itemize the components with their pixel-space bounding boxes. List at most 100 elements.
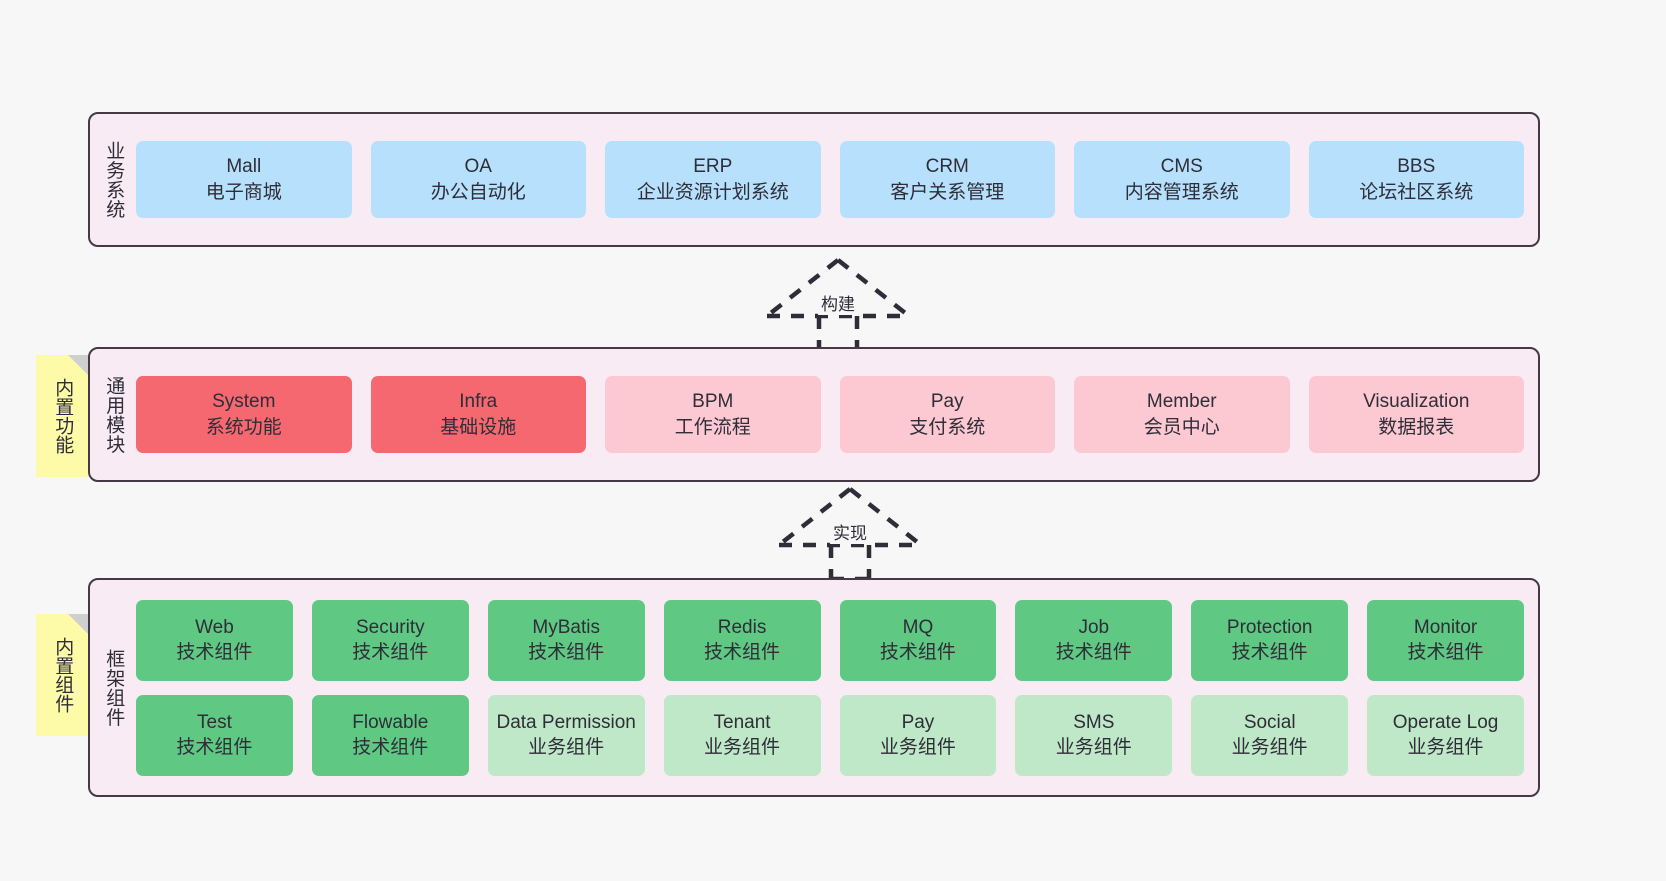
sticky-note-builtin-component: 内置组件 xyxy=(36,614,88,736)
module-card-cn: 基础设施 xyxy=(440,416,517,438)
module-card-cn: 技术组件 xyxy=(528,642,605,663)
module-card-en: Web xyxy=(195,616,234,638)
module-card-test[interactable]: Test 技术组件 xyxy=(136,694,293,776)
module-card-social[interactable]: Social 业务组件 xyxy=(1191,694,1349,776)
module-card-pay-component[interactable]: Pay 业务组件 xyxy=(839,694,997,776)
module-card-en: Job xyxy=(1078,616,1110,638)
sticky-note-label: 内置组件 xyxy=(52,637,74,713)
module-card-en: Mall xyxy=(226,156,262,178)
layer-framework-component: 框架组件 Web 技术组件 Security 技术组件 MyBatis 技术组件… xyxy=(88,578,1540,797)
module-card-bpm[interactable]: BPM 工作流程 xyxy=(605,376,821,453)
module-card-cn: 技术组件 xyxy=(352,737,429,758)
framework-tech-row: Web 技术组件 Security 技术组件 MyBatis 技术组件 Redi… xyxy=(136,599,1524,681)
module-card-protection[interactable]: Protection 技术组件 xyxy=(1191,599,1349,681)
layer-body-business: Mall 电子商城 OA 办公自动化 ERP 企业资源计划系统 CRM 客户关系… xyxy=(136,114,1538,245)
module-card-en: Operate Log xyxy=(1392,711,1499,733)
connector-build-label: 构建 xyxy=(818,294,858,315)
module-card-security[interactable]: Security 技术组件 xyxy=(311,599,469,681)
module-card-cn: 企业资源计划系统 xyxy=(636,181,789,203)
module-card-web[interactable]: Web 技术组件 xyxy=(136,599,293,681)
module-card-cn: 技术组件 xyxy=(352,642,429,663)
module-card-system[interactable]: System 系统功能 xyxy=(136,376,352,453)
common-card-row: System 系统功能 Infra 基础设施 BPM 工作流程 Pay 支付系统… xyxy=(136,376,1524,453)
module-card-en: BPM xyxy=(692,391,734,413)
module-card-tenant[interactable]: Tenant 业务组件 xyxy=(663,694,821,776)
module-card-cn: 技术组件 xyxy=(1231,642,1308,663)
module-card-redis[interactable]: Redis 技术组件 xyxy=(663,599,821,681)
connector-implement: 实现 xyxy=(775,487,925,582)
module-card-en: CMS xyxy=(1160,156,1203,178)
module-card-en: Protection xyxy=(1226,616,1313,638)
module-card-en: Pay xyxy=(901,711,935,733)
module-card-en: MQ xyxy=(902,616,934,638)
module-card-cn: 数据报表 xyxy=(1378,416,1455,438)
module-card-en: BBS xyxy=(1397,156,1436,178)
module-card-sms[interactable]: SMS 业务组件 xyxy=(1015,694,1173,776)
module-card-cn: 论坛社区系统 xyxy=(1359,181,1474,203)
module-card-en: Pay xyxy=(930,391,964,413)
module-card-cn: 电子商城 xyxy=(205,181,282,203)
layer-title-business: 业务系统 xyxy=(103,140,125,219)
module-card-cn: 会员中心 xyxy=(1143,416,1220,438)
module-card-cn: 支付系统 xyxy=(909,416,986,438)
module-card-cms[interactable]: CMS 内容管理系统 xyxy=(1074,141,1290,218)
module-card-cn: 工作流程 xyxy=(674,416,751,438)
module-card-cn: 业务组件 xyxy=(1231,737,1308,758)
sticky-note-label: 内置功能 xyxy=(52,378,74,454)
framework-business-row: Test 技术组件 Flowable 技术组件 Data Permission … xyxy=(136,694,1524,776)
module-card-cn: 系统功能 xyxy=(205,416,282,438)
connector-implement-label: 实现 xyxy=(830,523,870,544)
module-card-mq[interactable]: MQ 技术组件 xyxy=(839,599,997,681)
module-card-operate-log[interactable]: Operate Log 业务组件 xyxy=(1367,694,1524,776)
module-card-en: Monitor xyxy=(1413,616,1478,638)
layer-title-framework: 框架组件 xyxy=(103,648,125,727)
business-card-row: Mall 电子商城 OA 办公自动化 ERP 企业资源计划系统 CRM 客户关系… xyxy=(136,141,1524,218)
module-card-en: Infra xyxy=(459,391,498,413)
module-card-cn: 技术组件 xyxy=(704,642,781,663)
module-card-cn: 内容管理系统 xyxy=(1124,181,1239,203)
module-card-oa[interactable]: OA 办公自动化 xyxy=(370,141,586,218)
module-card-en: CRM xyxy=(925,156,969,178)
module-card-data-permission[interactable]: Data Permission 业务组件 xyxy=(487,694,645,776)
layer-business-system: 业务系统 Mall 电子商城 OA 办公自动化 ERP 企业资源计划系统 CRM… xyxy=(88,112,1540,247)
module-card-cn: 客户关系管理 xyxy=(890,181,1005,203)
module-card-en: Redis xyxy=(717,616,767,638)
module-card-bbs[interactable]: BBS 论坛社区系统 xyxy=(1308,141,1524,218)
layer-common-module: 通用模块 System 系统功能 Infra 基础设施 BPM 工作流程 Pay… xyxy=(88,347,1540,482)
module-card-cn: 技术组件 xyxy=(176,642,253,663)
layer-body-framework: Web 技术组件 Security 技术组件 MyBatis 技术组件 Redi… xyxy=(136,580,1538,795)
module-card-en: Visualization xyxy=(1363,391,1470,413)
module-card-job[interactable]: Job 技术组件 xyxy=(1015,599,1173,681)
module-card-en: Security xyxy=(355,616,425,638)
module-card-infra[interactable]: Infra 基础设施 xyxy=(370,376,586,453)
module-card-cn: 技术组件 xyxy=(1055,642,1132,663)
module-card-flowable[interactable]: Flowable 技术组件 xyxy=(311,694,469,776)
module-card-erp[interactable]: ERP 企业资源计划系统 xyxy=(605,141,821,218)
module-card-cn: 技术组件 xyxy=(1407,642,1484,663)
sticky-note-builtin-function: 内置功能 xyxy=(36,355,88,477)
module-card-cn: 业务组件 xyxy=(1055,737,1132,758)
module-card-monitor[interactable]: Monitor 技术组件 xyxy=(1367,599,1524,681)
module-card-en: Tenant xyxy=(713,711,771,733)
layer-title-common: 通用模块 xyxy=(103,375,125,454)
module-card-en: OA xyxy=(464,156,492,178)
module-card-cn: 业务组件 xyxy=(1407,737,1484,758)
module-card-pay[interactable]: Pay 支付系统 xyxy=(839,376,1055,453)
module-card-mybatis[interactable]: MyBatis 技术组件 xyxy=(487,599,645,681)
module-card-en: ERP xyxy=(693,156,733,178)
module-card-crm[interactable]: CRM 客户关系管理 xyxy=(839,141,1055,218)
module-card-en: SMS xyxy=(1073,711,1115,733)
module-card-cn: 技术组件 xyxy=(879,642,956,663)
module-card-en: Test xyxy=(197,711,232,733)
module-card-cn: 技术组件 xyxy=(176,737,253,758)
module-card-member[interactable]: Member 会员中心 xyxy=(1074,376,1290,453)
module-card-cn: 业务组件 xyxy=(879,737,956,758)
module-card-cn: 业务组件 xyxy=(528,737,605,758)
module-card-en: Member xyxy=(1146,391,1217,413)
module-card-cn: 业务组件 xyxy=(704,737,781,758)
module-card-mall[interactable]: Mall 电子商城 xyxy=(136,141,352,218)
module-card-visualization[interactable]: Visualization 数据报表 xyxy=(1308,376,1524,453)
module-card-en: Data Permission xyxy=(496,711,636,733)
layer-body-common: System 系统功能 Infra 基础设施 BPM 工作流程 Pay 支付系统… xyxy=(136,349,1538,480)
